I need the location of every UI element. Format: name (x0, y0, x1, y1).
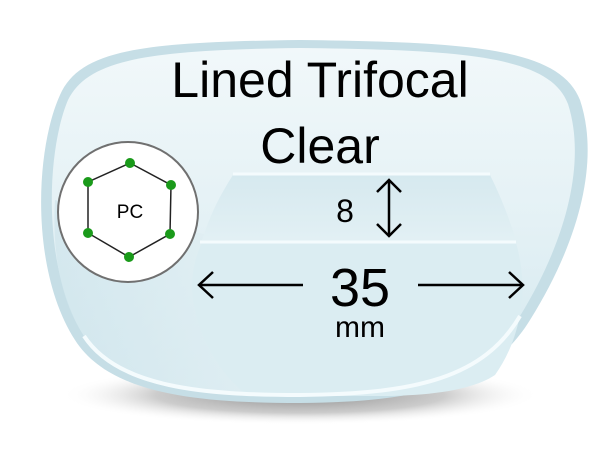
segment-height-value: 8 (336, 193, 354, 229)
segment-intermediate (202, 175, 516, 240)
segment-width-value: 35 (329, 258, 391, 318)
unit-label: mm (335, 311, 385, 344)
segment-near (192, 243, 523, 396)
width-arrow-icon (197, 271, 525, 299)
product-title-line2: Clear (260, 118, 380, 174)
material-badge (57, 141, 199, 283)
height-arrow-icon (376, 178, 402, 238)
material-label: PC (116, 202, 144, 223)
molecule-dots-icon (83, 158, 176, 262)
product-title-line1: Lined Trifocal (171, 52, 469, 108)
lens-rim-highlight (82, 314, 522, 398)
